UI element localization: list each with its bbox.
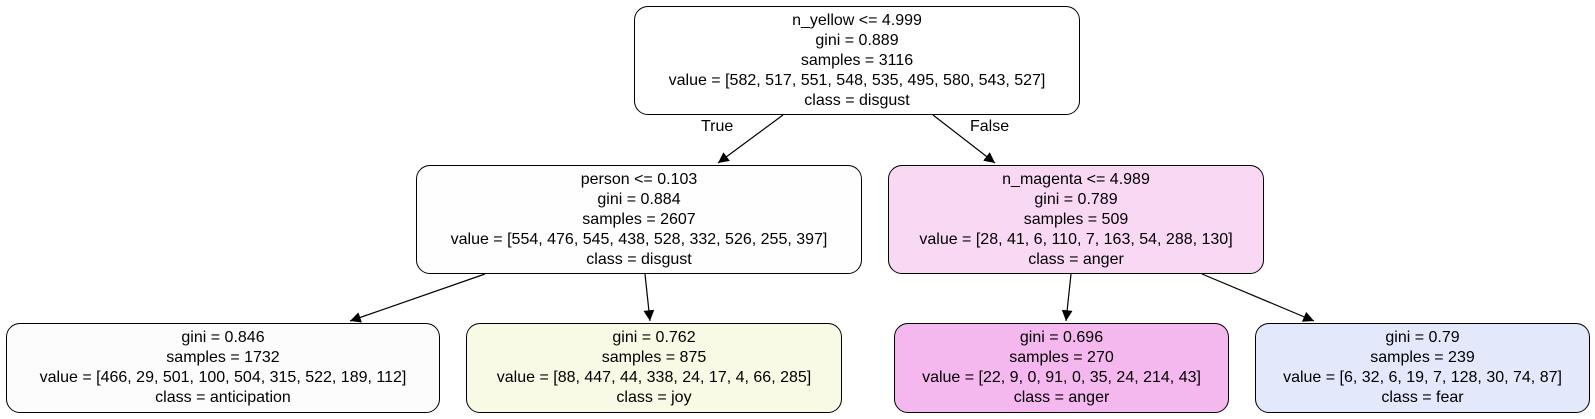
edge-label-false: False bbox=[970, 118, 1010, 135]
node-line: value = [22, 9, 0, 91, 0, 35, 24, 214, 4… bbox=[922, 369, 1201, 386]
edge-root-to-left bbox=[717, 114, 784, 164]
node-line: samples = 875 bbox=[601, 349, 707, 366]
tree-node-left: person <= 0.103 gini = 0.884 samples = 260… bbox=[416, 165, 862, 274]
node-line: value = [28, 41, 6, 110, 7, 163, 54, 288… bbox=[919, 230, 1233, 248]
edge-right-to-right-right bbox=[1201, 273, 1315, 322]
edge-right-to-right-left bbox=[1061, 273, 1073, 322]
tree-node-right: n_magenta <= 4.989 gini = 0.789 samples = … bbox=[888, 165, 1264, 274]
node-line: gini = 0.789 bbox=[1034, 190, 1118, 208]
node-line: samples = 270 bbox=[1009, 349, 1114, 366]
edge-root-to-right bbox=[932, 114, 996, 164]
node-line: class = fear bbox=[1381, 389, 1464, 406]
node-line: value = [88, 447, 44, 338, 24, 17, 4, 66… bbox=[496, 369, 812, 386]
tree-node-left-left: gini = 0.846 samples = 1732 value = [466, … bbox=[6, 323, 440, 413]
node-line: value = [582, 517, 551, 548, 535, 495, 5… bbox=[668, 71, 1046, 89]
node-line: class = anger bbox=[1028, 250, 1124, 268]
node-line: class = anticipation bbox=[155, 389, 291, 406]
tree-node-left-right: gini = 0.762 samples = 875 value = [88, 44… bbox=[466, 323, 842, 413]
node-line: gini = 0.884 bbox=[597, 190, 681, 208]
node-line: samples = 2607 bbox=[582, 210, 696, 228]
tree-node-right-right: gini = 0.79 samples = 239 value = [6, 32, … bbox=[1255, 323, 1590, 413]
edge-left-to-left-right bbox=[643, 273, 655, 322]
node-line: samples = 3116 bbox=[800, 51, 914, 69]
node-line: class = joy bbox=[616, 389, 692, 406]
tree-node-root: n_yellow <= 4.999 gini = 0.889 samples = 3… bbox=[634, 6, 1080, 115]
node-line: value = [6, 32, 6, 19, 7, 128, 30, 74, 8… bbox=[1283, 369, 1562, 386]
node-line: samples = 509 bbox=[1023, 210, 1129, 228]
edge-left-to-left-left bbox=[349, 273, 486, 323]
node-line: gini = 0.762 bbox=[612, 329, 696, 346]
node-line: person <= 0.103 bbox=[580, 170, 698, 188]
node-line: value = [554, 476, 545, 438, 528, 332, 5… bbox=[450, 230, 828, 248]
node-line: gini = 0.889 bbox=[815, 31, 899, 49]
edge-label-true: True bbox=[701, 118, 734, 135]
node-line: class = disgust bbox=[804, 91, 910, 109]
node-line: samples = 239 bbox=[1370, 349, 1475, 366]
node-line: gini = 0.79 bbox=[1385, 329, 1460, 346]
node-line: gini = 0.846 bbox=[181, 329, 265, 346]
node-line: value = [466, 29, 501, 100, 504, 315, 52… bbox=[39, 369, 407, 386]
node-line: class = anger bbox=[1013, 389, 1110, 406]
tree-node-right-left: gini = 0.696 samples = 270 value = [22, 9,… bbox=[894, 323, 1229, 413]
node-line: class = disgust bbox=[586, 250, 692, 268]
node-line: n_magenta <= 4.989 bbox=[1002, 170, 1150, 188]
node-line: samples = 1732 bbox=[166, 349, 280, 366]
node-line: n_yellow <= 4.999 bbox=[792, 11, 922, 29]
node-line: gini = 0.696 bbox=[1019, 329, 1104, 346]
